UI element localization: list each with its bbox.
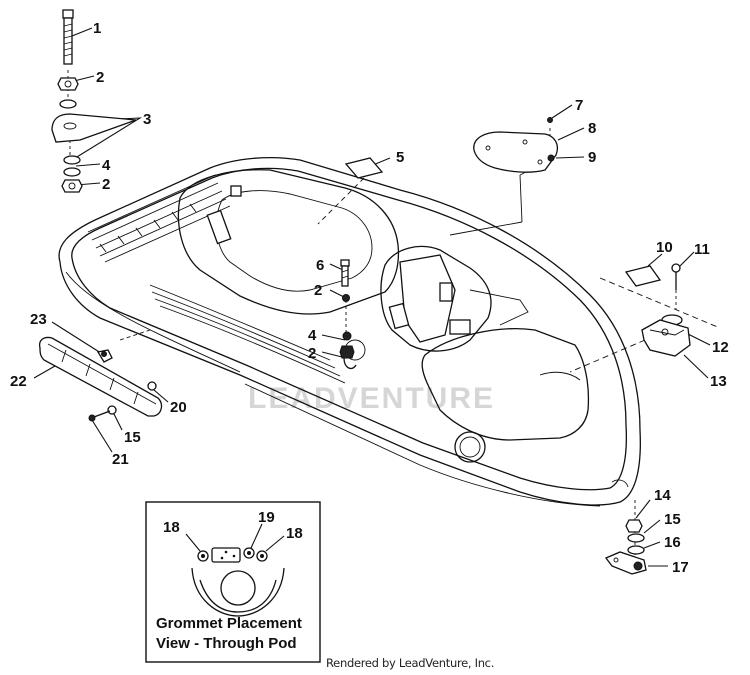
callout-labels: 1 2 3 4 2 5 6 2 4 2 7 8 9 10 11 12 13 14…: [10, 20, 729, 576]
steering-pod: [344, 245, 529, 361]
deck-stripes: [87, 174, 346, 384]
part-8-plate: [473, 131, 559, 173]
part-6-stud: [340, 259, 350, 287]
part-17-bow-eye: [604, 551, 647, 575]
callout-16: 16: [664, 534, 681, 551]
part-2-nut-center: [342, 294, 350, 302]
callout-19: 19: [258, 509, 275, 526]
part-21-screw: [88, 410, 111, 422]
part-13-bracket: [641, 319, 691, 357]
hull: [58, 156, 641, 507]
callout-18: 18: [163, 519, 180, 536]
washer-icon: [59, 99, 77, 109]
callout-6: 6: [316, 257, 324, 274]
callout-21: 21: [112, 451, 129, 468]
part-5-decal: [344, 157, 384, 179]
callout-23: 23: [30, 311, 47, 328]
inset-title-line1: Grommet Placement: [156, 615, 302, 632]
callout-14: 14: [654, 487, 671, 504]
part-4-washer-center: [342, 331, 352, 341]
part-23-clip: [96, 349, 113, 363]
callout-3: 3: [143, 111, 151, 128]
callout-7: 7: [575, 97, 583, 114]
callout-18: 18: [286, 525, 303, 542]
callout-13: 13: [710, 373, 727, 390]
part-16-washer: [627, 545, 645, 555]
callout-11: 11: [694, 241, 710, 258]
watermark: LEADVENTURE: [248, 382, 495, 415]
callout-12: 12: [712, 339, 729, 356]
part-2-nut-center-lower: [339, 345, 357, 370]
part-3-bracket: [51, 113, 137, 143]
fuel-cap: [454, 431, 486, 463]
lock-washer-icon: [63, 167, 81, 177]
part-14-nut: [625, 519, 643, 533]
part-22-bumper-rail: [38, 336, 163, 417]
part-10-label: [624, 265, 662, 287]
part-9-nut: [547, 154, 555, 162]
callout-9: 9: [588, 149, 596, 166]
callout-10: 10: [656, 239, 673, 256]
callout-4: 4: [308, 327, 317, 344]
part-7-screw: [547, 117, 553, 123]
grommet-placement-inset: 18 19 18 Grommet Placement View - Throug…: [145, 501, 321, 663]
callout-8: 8: [588, 120, 596, 137]
callout-22: 22: [10, 373, 27, 390]
footer-credit: Rendered by LeadVenture, Inc.: [326, 656, 495, 670]
callout-2: 2: [102, 176, 110, 193]
front-hatch: [421, 328, 590, 441]
callout-15: 15: [124, 429, 141, 446]
callout-1: 1: [93, 20, 101, 37]
part-4-washer: [63, 155, 81, 165]
callout-5: 5: [396, 149, 404, 166]
callout-2: 2: [308, 345, 316, 362]
part-2-nut: [57, 77, 79, 91]
callout-2: 2: [314, 282, 322, 299]
part-11-screw: [671, 263, 681, 290]
callout-17: 17: [672, 559, 689, 576]
seat: [177, 169, 400, 315]
callout-2: 2: [96, 69, 104, 86]
part-2-nut-lower: [61, 179, 83, 193]
callout-15: 15: [664, 511, 681, 528]
part-15-washer: [627, 533, 645, 543]
part-20-nut: [147, 381, 157, 391]
callout-20: 20: [170, 399, 187, 416]
part-15-washer-side: [107, 405, 117, 415]
part-1-stud: [62, 9, 74, 65]
callout-4: 4: [102, 157, 111, 174]
leader-lines: [33, 27, 721, 567]
inset-title-line2: View - Through Pod: [156, 635, 297, 652]
